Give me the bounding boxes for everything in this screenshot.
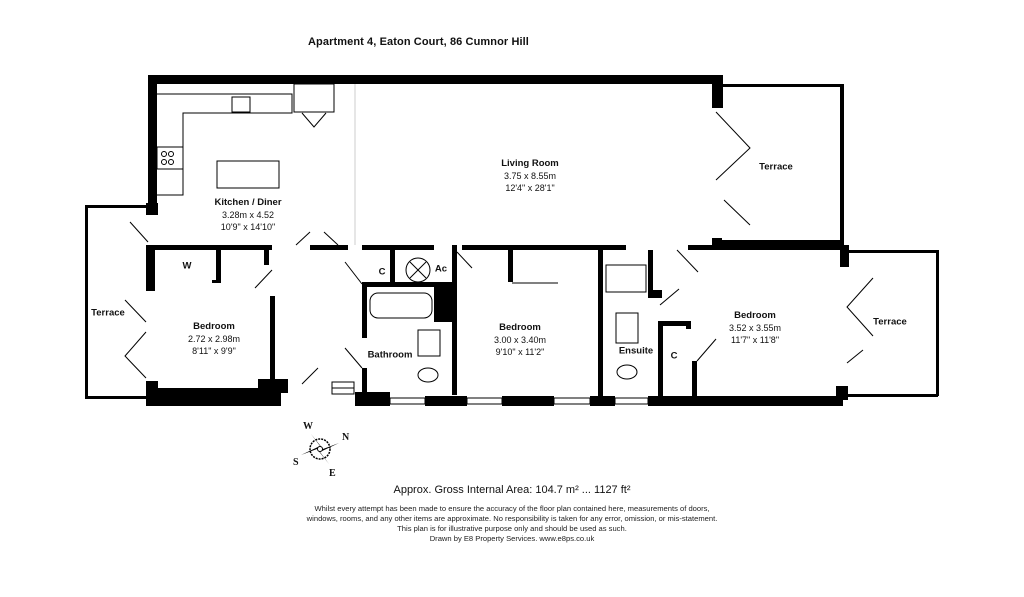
- room-label-terrace-top-right: Terrace: [759, 161, 793, 173]
- room-label-terrace-right: Terrace: [873, 316, 907, 328]
- compass-east-label: E: [329, 468, 336, 479]
- room-label-bedroom-2: Bedroom 3.00 x 3.40m 9'10" x 11'2": [493, 322, 547, 357]
- plan-title: Apartment 4, Eaton Court, 86 Cumnor Hill: [308, 36, 529, 48]
- room-label-airing-cupboard: Ac: [434, 263, 448, 275]
- room-label-bedroom-3: Bedroom 3.52 x 3.55m 11'7" x 11'8": [728, 310, 782, 345]
- room-label-terrace-left: Terrace: [91, 307, 125, 319]
- room-label-living-room: Living Room 3.75 x 8.55m 12'4" x 28'1": [501, 158, 559, 193]
- fixtures-and-doors: [124, 83, 874, 405]
- room-label-bedroom-1: Bedroom 2.72 x 2.98m 8'11" x 9'9": [187, 321, 241, 356]
- disclaimer: Whilst every attempt has been made to en…: [0, 504, 1024, 544]
- compass-south-label: S: [293, 457, 299, 468]
- gross-internal-area: Approx. Gross Internal Area: 104.7 m² ..…: [393, 484, 631, 496]
- room-label-cupboard-2: C: [670, 350, 678, 362]
- room-label-cupboard-1: C: [378, 266, 386, 278]
- walls: [85, 75, 939, 406]
- disclaimer-line-1: Whilst every attempt has been made to en…: [314, 504, 710, 513]
- compass-rose: [301, 434, 339, 464]
- room-label-bathroom: Bathroom: [367, 349, 413, 361]
- compass-west-label: W: [303, 421, 313, 432]
- room-label-wardrobe: W: [182, 260, 192, 272]
- compass-north-label: N: [342, 432, 350, 443]
- room-label-kitchen-diner: Kitchen / Diner 3.28m x 4.52 10'9" x 14'…: [214, 197, 282, 232]
- disclaimer-line-2: windows, rooms, and any other items are …: [306, 514, 718, 523]
- disclaimer-line-3: This plan is for illustrative purpose on…: [397, 524, 627, 533]
- disclaimer-line-4: Drawn by E8 Property Services. www.e8ps.…: [429, 534, 595, 543]
- room-label-ensuite: Ensuite: [618, 345, 654, 357]
